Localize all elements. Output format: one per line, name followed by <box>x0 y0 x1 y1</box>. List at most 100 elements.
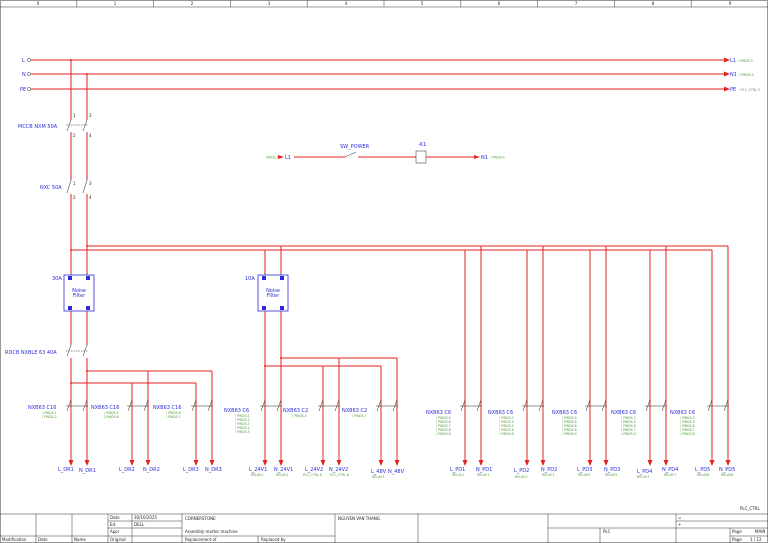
rccb-label: RDCB NXBLE 63 40A <box>5 350 57 356</box>
breaker-ref: / PWDS.7 <box>680 428 695 432</box>
modification-label: Modification <box>2 537 27 542</box>
filter1-rating: 30A <box>52 276 62 282</box>
breaker-label: NXB63 C6 <box>224 408 249 414</box>
svg-text:4: 4 <box>89 195 92 200</box>
column-header: 0 1 2 3 4 5 6 7 8 9 <box>37 0 732 7</box>
svg-text:2: 2 <box>73 133 76 138</box>
page-name: MAIN <box>755 529 765 534</box>
supply-rails: L N PE L1 / PWDS.3 N1 / PWDS.4 PE / PLC_… <box>20 57 760 93</box>
breaker-label: NXB63 C16 <box>28 405 56 411</box>
output-tag: L_DR2 <box>119 467 135 473</box>
page-number: 1 / 12 <box>750 537 762 542</box>
breaker-ref: / PWDS.2 <box>42 415 57 419</box>
output-ref: RELAY.7 <box>664 473 676 477</box>
date-value: 30/10/2025 <box>134 515 158 520</box>
breaker-ref: / PWDS.8 <box>499 432 514 436</box>
svg-text:3: 3 <box>89 181 92 186</box>
breaker-ref: / PWDS.4 <box>621 420 636 424</box>
n1-tag: N1 <box>481 155 488 161</box>
title-block: Date 30/10/2025 Ed. DELL Appr Original M… <box>0 513 768 543</box>
date-label: Date <box>110 515 120 520</box>
breaker-ref: / PWDS.8 <box>680 432 695 436</box>
output-tag: N_48V <box>388 469 405 475</box>
output-tag: N_DR1 <box>79 468 96 474</box>
rail-label-l: L <box>22 58 25 64</box>
breaker-ref: / PWDS.3 <box>621 416 636 420</box>
noise-filter-2: 10A Noise Filter <box>245 274 289 312</box>
rail-dest-n1: N1 <box>730 72 737 78</box>
breaker-ref: / PWDS.8 <box>436 428 451 432</box>
page-label: Page <box>732 537 742 542</box>
breaker-ref: / PWDS.3 <box>680 416 695 420</box>
branch-breaker-symbols <box>66 399 729 412</box>
svg-text:4: 4 <box>89 133 92 138</box>
rail-ref-n1: / PWDS.4 <box>739 73 754 77</box>
rccb-section: RDCB NXBLE 63 40A <box>5 311 213 460</box>
breaker-label: NXB63 C16 <box>91 405 119 411</box>
breaker-ref: / PWDS.9 <box>562 432 577 436</box>
replacement-label: Replacement of <box>185 537 217 542</box>
k1-label: -K1 <box>418 142 426 148</box>
breaker-ref: / PWDS.7 <box>352 414 367 418</box>
column-number: 3 <box>268 1 271 6</box>
rail-label-n: N <box>22 72 26 78</box>
column-number: 4 <box>345 1 348 6</box>
original-label: Original <box>110 537 126 542</box>
output-tag: L_PD2 <box>514 468 529 474</box>
filter-text: Filter <box>267 293 280 299</box>
output-ref: RELAY.3 <box>515 475 527 479</box>
output-tag: N_24V1 <box>274 467 293 473</box>
output-ref: RELAY.8 <box>721 473 733 477</box>
breaker-label: NXB63 C6 <box>488 410 513 416</box>
control-circuit: PWDS.3 L1 SW_POWER -K1 N1 / PWDS.4 <box>266 142 505 164</box>
output-ref: RELAY.8 <box>697 473 709 477</box>
ed-value: DELL <box>134 522 145 527</box>
equals-sign: = <box>678 515 681 520</box>
breaker-ref: / PWDS.6 <box>621 424 636 428</box>
column-number: 9 <box>729 1 732 6</box>
nxc-label: NXC 50A <box>40 185 62 191</box>
sw-power-label: SW_POWER <box>340 144 370 150</box>
breaker-ref: / PWDS.8 <box>562 424 577 428</box>
rail-ref-l1: / PWDS.3 <box>738 59 753 63</box>
breaker-label: NXB63 C2 <box>283 408 308 414</box>
output-tag: N_PD5 <box>719 467 735 473</box>
svg-text:1: 1 <box>73 181 76 186</box>
breaker-label: NXB63 C6 <box>611 410 636 416</box>
name-label: Name <box>74 537 86 542</box>
output-arrows <box>68 460 731 466</box>
breaker-ref: / PWDS.3 <box>499 416 514 420</box>
branch-breaker-labels: NXB63 C16 / PWDS.1 / PWDS.2 NXB63 C16 / … <box>28 405 695 436</box>
output-ref: RELAY.1 <box>276 473 288 477</box>
output-ref: RELAY.3 <box>542 473 554 477</box>
plus-sign: + <box>678 522 681 527</box>
distribution-buses <box>70 245 729 460</box>
filter-text: Noise <box>266 288 280 294</box>
output-ref: PLC_CTRL.8 <box>303 473 322 477</box>
breaker-ref: / PWDS.5 <box>499 424 514 428</box>
replaced-label: Replaced by <box>261 537 286 542</box>
company-name: CORNERSTONE <box>185 516 216 521</box>
n1-ref: / PWDS.4 <box>490 156 505 160</box>
output-tag: L_DR3 <box>183 467 199 473</box>
date2-label: Date <box>38 537 48 542</box>
svg-text:3: 3 <box>89 113 92 118</box>
breaker-ref: / PWDS.2 <box>235 418 250 422</box>
column-number: 7 <box>575 1 578 6</box>
breaker-ref: / PWDS.6 <box>499 428 514 432</box>
breaker-label: NXB63 C6 <box>426 410 451 416</box>
output-tag: L_48V <box>371 469 387 475</box>
breaker-ref: / PWDS.5 <box>235 430 250 434</box>
breaker-ref: / PWDS.4 <box>235 426 250 430</box>
breaker-ref: / PWDS.1 <box>42 411 57 415</box>
breaker-ref: / PWDS.4 <box>292 414 307 418</box>
ed-label: Ed. <box>110 522 116 527</box>
rail-ref-pe: / PLC_CTRL.3 <box>739 88 760 92</box>
output-tag: L_24V2 <box>305 467 323 473</box>
filter-text: Noise <box>72 288 86 294</box>
output-ref: PLC_CTRL.8 <box>330 473 349 477</box>
column-number: 0 <box>37 1 40 6</box>
breaker-ref: / PWDS.7 <box>621 428 636 432</box>
